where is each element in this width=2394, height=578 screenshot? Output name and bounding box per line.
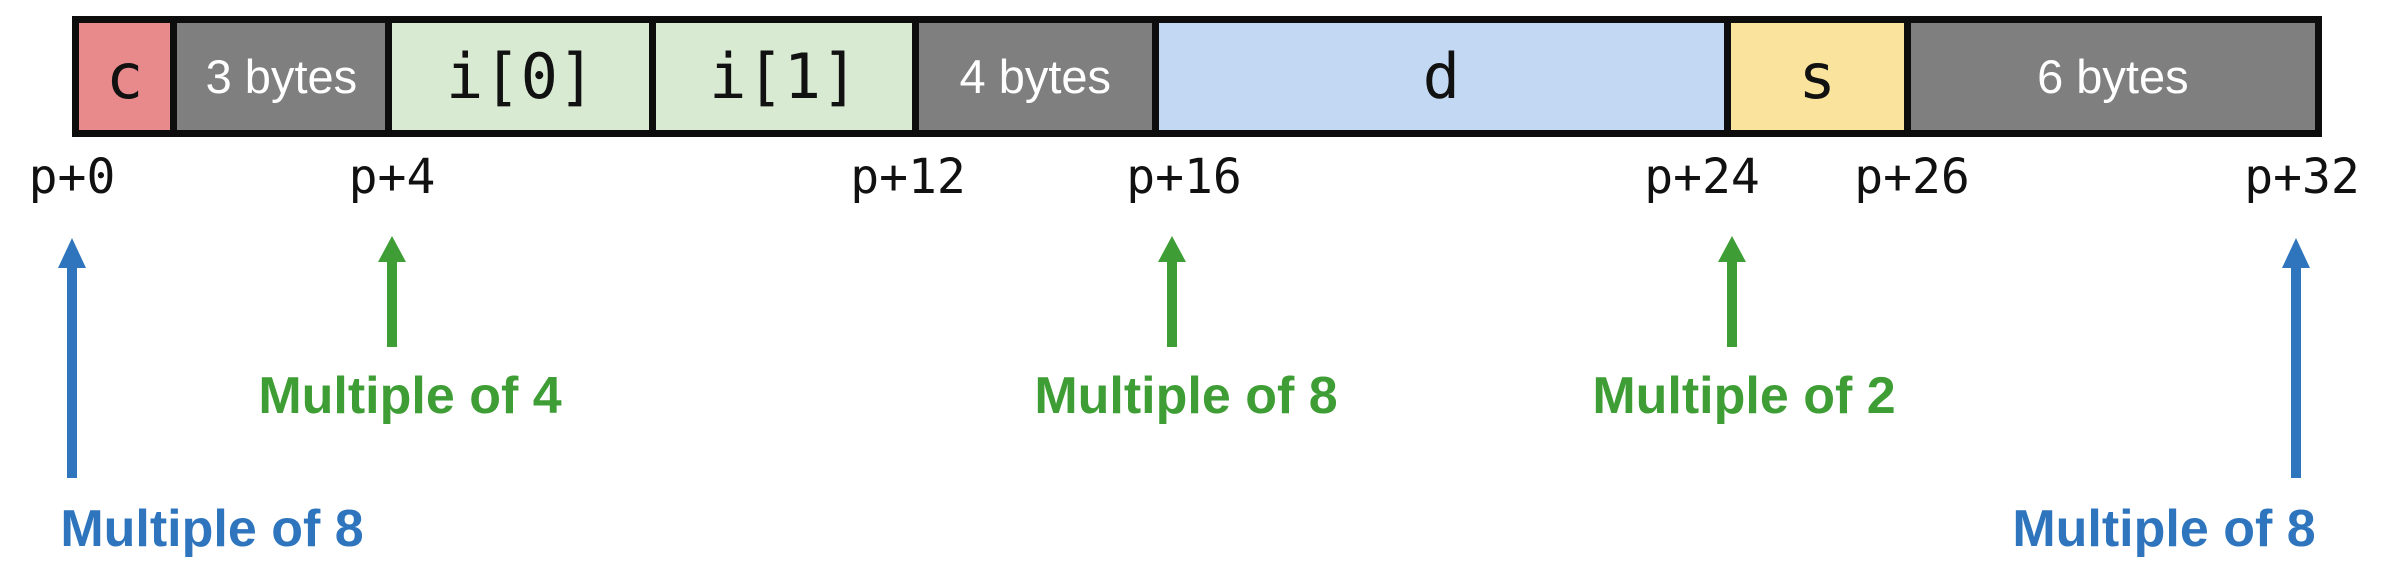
alignment-note-multiple-of-4-1: Multiple of 4 <box>258 367 562 425</box>
arrow-head <box>1718 236 1746 262</box>
cell-label: 4 bytes <box>959 50 1112 103</box>
arrow-shaft <box>1167 258 1177 347</box>
cell-label: c <box>106 39 144 113</box>
cell-label: s <box>1798 39 1836 113</box>
field-cell-i-0: i[0] <box>385 23 649 130</box>
cell-label: i[0] <box>446 39 596 113</box>
alignment-note-multiple-of-8-0: Multiple of 8 <box>60 500 364 558</box>
offset-label-p-26: p+26 <box>1854 149 1970 205</box>
arrow-shaft <box>387 258 397 347</box>
arrow-head <box>2282 238 2310 268</box>
offset-label-p-4: p+4 <box>348 149 436 205</box>
cell-label: d <box>1422 39 1460 113</box>
arrow-head <box>1158 236 1186 262</box>
field-cell-c: c <box>79 23 171 130</box>
alignment-note-multiple-of-2-3: Multiple of 2 <box>1592 367 1896 425</box>
offset-label-p-24: p+24 <box>1644 149 1760 205</box>
cell-label: 6 bytes <box>2037 50 2189 103</box>
arrow-head <box>58 238 86 268</box>
arrow-head <box>378 236 406 262</box>
alignment-note-multiple-of-8-4: Multiple of 8 <box>2012 500 2316 558</box>
arrow-shaft <box>2291 264 2301 478</box>
field-cell-s: s <box>1723 23 1904 130</box>
offset-label-p-32: p+32 <box>2244 149 2360 205</box>
field-cell-d: d <box>1151 23 1724 130</box>
offset-label-p-12: p+12 <box>850 149 966 205</box>
cell-label: 3 bytes <box>205 50 358 103</box>
field-cell-i-1: i[1] <box>649 23 912 130</box>
memory-bar: c 3 bytes i[0] i[1] 4 bytes d s 6 bytes <box>72 16 2322 137</box>
alignment-note-multiple-of-8-2: Multiple of 8 <box>1034 367 1338 425</box>
padding-cell-3-bytes: 3 bytes <box>170 23 386 130</box>
padding-cell-6-bytes: 6 bytes <box>1903 23 2316 130</box>
arrow-shaft <box>67 264 77 478</box>
cell-label: i[1] <box>709 39 859 113</box>
padding-cell-4-bytes: 4 bytes <box>911 23 1152 130</box>
arrow-shaft <box>1727 258 1737 347</box>
offset-label-p-0: p+0 <box>28 149 116 205</box>
offset-label-p-16: p+16 <box>1126 149 1242 205</box>
